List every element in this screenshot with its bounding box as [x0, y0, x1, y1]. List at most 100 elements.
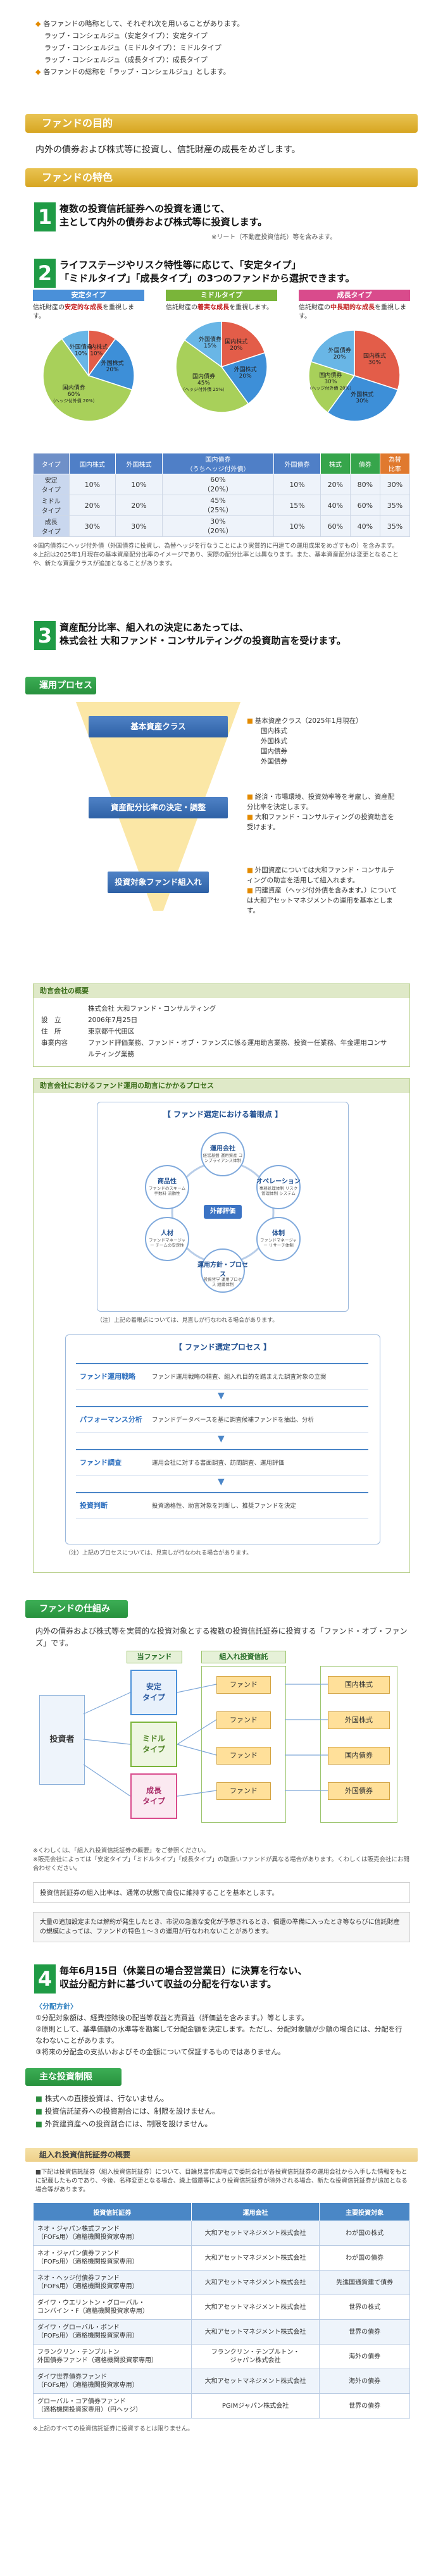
restrictions-title: 主な投資制限 — [25, 2068, 122, 2086]
table-row: フランクリン・テンプルトン 外国債券ファンド（適格機関投資家専用）フランクリン・… — [33, 2344, 410, 2369]
focus-points-diagram — [145, 1132, 301, 1293]
investor-box: 投資者 — [39, 1695, 85, 1785]
funds-section: 組入れ投資信託証券の概要 ■下記は投資信託証券（組入投資信託証券）について、目論… — [0, 2148, 443, 2434]
funds-footer: ※上記のすべての投資信託証券に投資するとは限りません。 — [33, 2425, 194, 2432]
feature-number: 3 — [34, 621, 56, 650]
column-header: 運用会社 — [190, 2202, 320, 2221]
column-header: 外国債券 — [273, 453, 321, 474]
feature-number: 1 — [34, 202, 56, 231]
stable-type-box: 安定 タイプ — [130, 1670, 177, 1715]
funds-title: 組入れ投資信託証券の概要 — [25, 2148, 418, 2162]
notice-box: 投資信託証券の組入比率は、通常の状態で高位に維持することを基本とします。 — [33, 1882, 410, 1903]
table-row: グローバル・コア債券ファンド （適格機関投資家専用）（円ヘッジ）PGIMジャパン… — [33, 2393, 410, 2419]
purpose-section: ファンドの目的 内外の債券および株式等に投資し、信託財産の成長をめざします。 — [0, 114, 443, 156]
funds-note: ■下記は投資信託証券（組入投資信託証券）について、目論見書作成時点で委託会社が各… — [35, 2169, 408, 2193]
focus-circle-sub: 経営基盤 運用資産 コンプライアンス体制 — [203, 1153, 243, 1163]
selection-process-note: （注）上記のプロセスについては、見直しが行なわれる場合があります。 — [65, 1550, 253, 1556]
focus-circle-label: 人材 — [161, 1230, 173, 1237]
square-bullet-icon: ■ — [35, 2107, 42, 2116]
pie-slice — [61, 330, 89, 378]
restriction-item: ■株式への直接投資は、行ないません。 — [35, 2094, 169, 2103]
distribution-policy: 〈分配方針〉 ①分配対象額は、経費控除後の配当等収益と売買益（評価益を含みます。… — [35, 2002, 402, 2056]
target-box: 国内株式 — [328, 1676, 390, 1694]
advisor-process-title: 助言会社におけるファンド運用の助言にかかるプロセス — [34, 1079, 409, 1093]
allocation-note: ※上記は2025年1月現在の基本資産配分比率のイメージであり、実際の配分比率とは… — [33, 552, 399, 567]
focus-points-box: 【 ファンド選定における着眼点 】 外部評価 運用会社 オペレーション 体制 運… — [97, 1102, 349, 1312]
advisor-title: 助言会社の概要 — [34, 984, 409, 998]
flow-step: パフォーマンス分析 ファンドデータベースを基に調査候補ファンドを抽出、分析 — [76, 1406, 368, 1433]
fund-box: ファンド — [216, 1747, 271, 1765]
pie-slice — [42, 338, 133, 422]
diamond-bullet-icon: ◆ — [35, 20, 41, 28]
structure-note: ※くわしくは、「組入れ投資信託証券の概要」をご参照ください。 — [33, 1847, 209, 1854]
pie-slice — [327, 375, 399, 422]
process-notes-3: ■外国資産については大和ファンド・コンサルティングの助言を活用して組入れます。 … — [247, 866, 397, 915]
flow-step: 投資判断 投資適格性、助言対象を判断し、推奨ファンドを決定 — [76, 1492, 368, 1519]
column-header: 為替 比率 — [379, 453, 411, 474]
growth-type-box: 成長 タイプ — [130, 1773, 177, 1819]
type-title: ミドルタイプ — [166, 290, 277, 301]
column-header: 株式 — [320, 453, 351, 474]
structure-notes: ※くわしくは、「組入れ投資信託証券の概要」をご参照ください。 ※販売会社によって… — [0, 1847, 443, 1942]
intro-note: ラップ・コンシェルジュ（安定タイプ）：安定タイプ — [44, 32, 208, 40]
fund-box: ファンド — [216, 1676, 271, 1694]
structure-desc: 内外の債券および株式等を実質的な投資対象とする複数の投資信託証券に投資する「ファ… — [35, 1627, 408, 1648]
notice-box: 大量の追加設定または解約が発生したとき、市況の急激な変化が予想されるとき、償還の… — [33, 1912, 410, 1942]
advisor-row: 住 所東京都千代田区 — [41, 1028, 135, 1035]
focus-circle-sub: ファンドマネージャー リサーチ体制 — [259, 1238, 297, 1248]
focus-circle-sub: 投資哲学 運用プロセス 組織体制 — [203, 1277, 242, 1287]
focus-circle-label: オペレーション — [256, 1178, 301, 1185]
intro-note: ◆各ファンドの略称として、それぞれ次を用いることがあります。 — [35, 20, 244, 28]
focus-circle-label: 運用会社 — [210, 1145, 235, 1152]
process-notes-1: ■基本資産クラス（2025年1月現在） 国内株式 外国株式 国内債券 外国債券 — [247, 717, 363, 765]
feature-4: 4 毎年6月15日（休業日の場合翌営業日）に決算を行ない、収益分配方針に基づいて… — [0, 1963, 443, 2058]
pie-slice — [221, 321, 266, 368]
fund-box: ファンド — [216, 1711, 271, 1729]
advisor-row: 株式会社 大和ファンド・コンサルティング — [88, 1005, 216, 1013]
features-section: ファンドの特色 1 複数の投資信託証券への投資を通じて、主として内外の債券および… — [0, 168, 443, 292]
pie-slice — [184, 321, 222, 368]
allocation-note: ※国内債券にヘッジ付外債（外国債券に投資し、為替ヘッジを行なうことにより実質的に… — [33, 543, 398, 550]
funds-table: 投資信託証券 運用会社 主要投資対象 ネオ・ジャパン株式ファンド （FOFs用）… — [33, 2202, 410, 2419]
pie-slice — [220, 352, 268, 405]
pie-slice — [354, 330, 401, 391]
feature-2: 2 ライフステージやリスク特性等に応じて、「安定タイプ」「ミドルタイプ」「成長タ… — [25, 257, 418, 292]
focus-points-note: （注）上記の着眼点については、見直しが行なわれる場合があります。 — [97, 1317, 278, 1324]
pie-slice — [175, 339, 249, 413]
square-bullet-icon: ■ — [247, 793, 253, 801]
square-bullet-icon: ■ — [247, 887, 253, 894]
intro-notes: ◆各ファンドの略称として、それぞれ次を用いることがあります。 ラップ・コンシェル… — [0, 11, 443, 78]
type-title: 安定タイプ — [33, 290, 144, 301]
selection-process-title: 【 ファンド選定プロセス 】 — [174, 1343, 271, 1352]
restrictions-section: 主な投資制限 ■株式への直接投資は、行ないません。 ■投資信託証券への投資割合に… — [0, 2068, 443, 2130]
middle-type-box: ミドル タイプ — [130, 1722, 177, 1767]
intro-note: ラップ・コンシェルジュ（成長タイプ）：成長タイプ — [44, 56, 208, 64]
allocation-table: タイプ 国内株式 外国株式 国内債券 （うちヘッジ付外債） 外国債券 株式 債券… — [33, 453, 411, 537]
focus-circle-label: 運用方針・プロセス — [197, 1262, 248, 1278]
pie-slice — [308, 361, 356, 414]
structure-title: ファンドの仕組み — [25, 1600, 128, 1618]
focus-circle-label: 体制 — [272, 1230, 285, 1237]
intro-note: ラップ・コンシェルジュ（ミドルタイプ）：ミドルタイプ — [44, 44, 222, 52]
diamond-bullet-icon: ◆ — [35, 68, 41, 76]
column-header: 債券 — [349, 453, 380, 474]
focus-circle-sub: 事務処理体制 リスク管理体制 システム — [259, 1186, 298, 1196]
process-title: 運用プロセス — [25, 677, 96, 694]
feature-1: 1 複数の投資信託証券への投資を通じて、主として内外の債券および株式等に投資しま… — [25, 201, 418, 241]
advisor-row: 事業内容ファンド評価業務、ファンド・オブ・ファンズに係る運用助言業務、投資一任業… — [41, 1039, 387, 1058]
process-step-fund-selection: 投資対象ファンド組入れ — [108, 872, 209, 893]
structure-note: ※販売会社によっては「安定タイプ」「ミドルタイプ」「成長タイプ」の取扱いファンド… — [33, 1856, 410, 1872]
focus-points-title: 【 ファンド選定における着眼点 】 — [163, 1110, 283, 1119]
pie-slice — [87, 338, 135, 391]
square-bullet-icon: ■ — [247, 813, 253, 821]
